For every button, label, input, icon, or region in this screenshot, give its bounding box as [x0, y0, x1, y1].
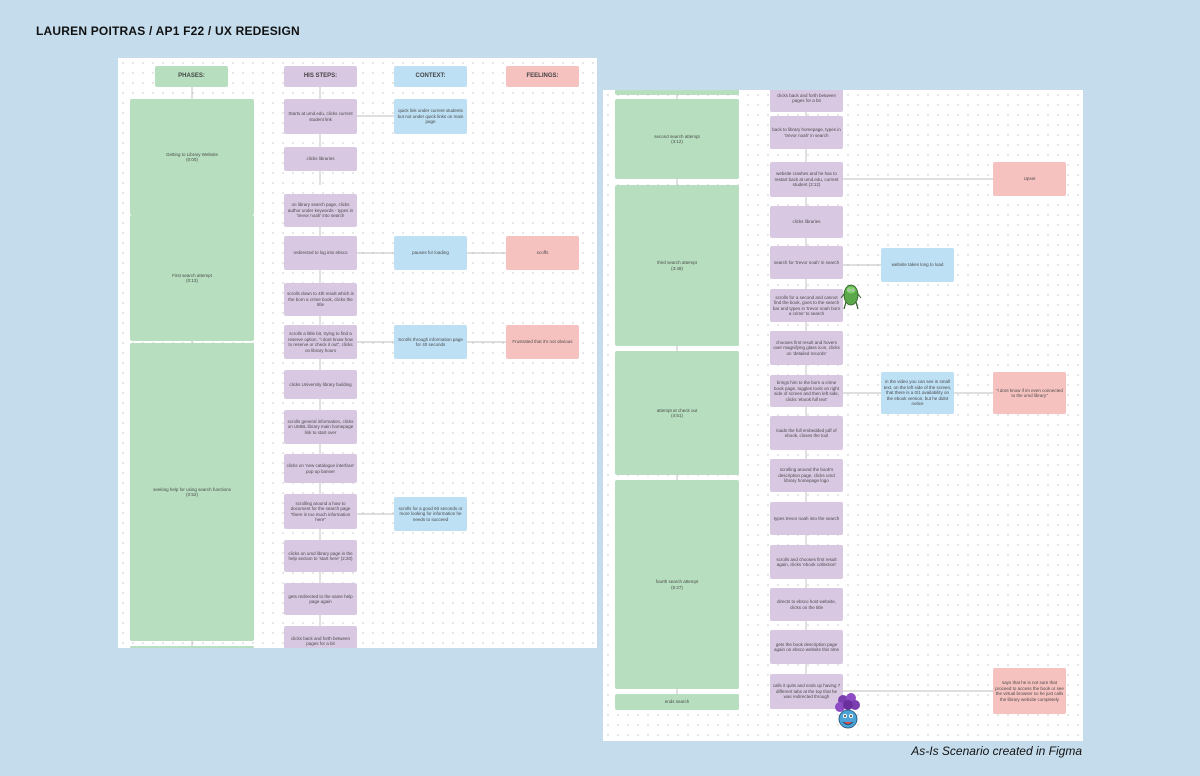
- step-card: loads the full embedded pdf of ebook, cl…: [770, 416, 843, 450]
- step-card: directs to ebsco host website, clicks on…: [770, 588, 843, 621]
- step-card: Starts at umd.edu, clicks current studen…: [284, 99, 357, 134]
- steps-header: HIS STEPS:: [284, 66, 357, 87]
- context-header: CONTEXT:: [394, 66, 467, 87]
- step-card: clicks on 'new catalogue interface' pop …: [284, 454, 357, 483]
- step-card: scrolls a little bit, trying to find a r…: [284, 325, 357, 359]
- feeling-card: Upset: [993, 162, 1066, 196]
- step-card: calls it quits and ends up having 7 diff…: [770, 674, 843, 709]
- feeling-card: says that he is not sure that proceed to…: [993, 668, 1066, 714]
- feeling-card: Frustrated that it's not obvious: [506, 325, 579, 359]
- step-card: brings him to the born a crime book page…: [770, 375, 843, 407]
- step-card: back to library homepage, types in 'trev…: [770, 116, 843, 149]
- feelings-header: FEELINGS:: [506, 66, 579, 87]
- step-card: clicks back and forth between pages for …: [284, 626, 357, 648]
- phases-header: PHASES:: [155, 66, 228, 87]
- feeling-card: scoffs: [506, 236, 579, 270]
- step-card: clicks libraries: [284, 147, 357, 171]
- context-card: quick link under current students but no…: [394, 99, 467, 134]
- figure-caption: As-Is Scenario created in Figma: [911, 744, 1082, 758]
- step-card: types trevor noah into the search: [770, 502, 843, 535]
- context-card: website takes long to load: [881, 248, 954, 282]
- step-card: scrolling around the book's description …: [770, 459, 843, 492]
- step-card: gets redirected to the same help page ag…: [284, 583, 357, 615]
- green-monster-sticker-icon: [840, 284, 862, 310]
- figma-board-2: second search attempt (3:12) third searc…: [603, 90, 1083, 741]
- step-card: scrolls and chooses first result again, …: [770, 545, 843, 579]
- phase-card: seeking help for using search functions …: [130, 343, 254, 641]
- phase-card: attempt at check out (4:51): [615, 351, 739, 475]
- step-card: clicks libraries: [770, 206, 843, 238]
- step-card: website crashes and he has to restart ba…: [770, 162, 843, 197]
- step-card: clicks University library building: [284, 370, 357, 399]
- phase-card: [130, 646, 254, 648]
- phase-card: First search attempt (0:13): [130, 215, 254, 341]
- context-card: in the video you can see in small text, …: [881, 372, 954, 414]
- context-card: scrolls for a good 60 seconds or more lo…: [394, 497, 467, 531]
- phase-card: [615, 90, 739, 95]
- phase-card: Getting to Library Website (0:00): [130, 99, 254, 215]
- step-card: gets the book description page again on …: [770, 630, 843, 664]
- phase-card: ends search: [615, 694, 739, 710]
- step-card: clicks back and forth between pages for …: [770, 90, 843, 112]
- page-title: LAUREN POITRAS / AP1 F22 / UX REDESIGN: [36, 24, 300, 38]
- step-card: on library search page, clicks author un…: [284, 194, 357, 227]
- step-card: scrolls down to 4th result which is the …: [284, 283, 357, 316]
- purple-flower-monster-sticker-icon: [835, 693, 860, 729]
- step-card: clicks on umd library page in the help s…: [284, 540, 357, 572]
- step-card: redirected to log into ebsco: [284, 236, 357, 270]
- phase-card: second search attempt (3:12): [615, 99, 739, 179]
- step-card: scrolling around a how to document for t…: [284, 494, 357, 529]
- step-card: scrolls general information, clicks on U…: [284, 410, 357, 444]
- phase-card: third search attempt (3:48): [615, 185, 739, 346]
- figma-board-1: PHASES: HIS STEPS: CONTEXT: FEELINGS: Ge…: [118, 58, 597, 648]
- context-card: Scrolls through information page for 40 …: [394, 325, 467, 359]
- step-card: scrolls for a second and cannot find the…: [770, 289, 843, 322]
- feeling-card: "i dont know if im even connected to the…: [993, 372, 1066, 414]
- step-card: chooses first result and hovers over mag…: [770, 331, 843, 365]
- context-card: pauses for loading: [394, 236, 467, 270]
- step-card: search for 'trevor noah' in search: [770, 246, 843, 279]
- phase-card: fourth search attempt (5:27): [615, 480, 739, 689]
